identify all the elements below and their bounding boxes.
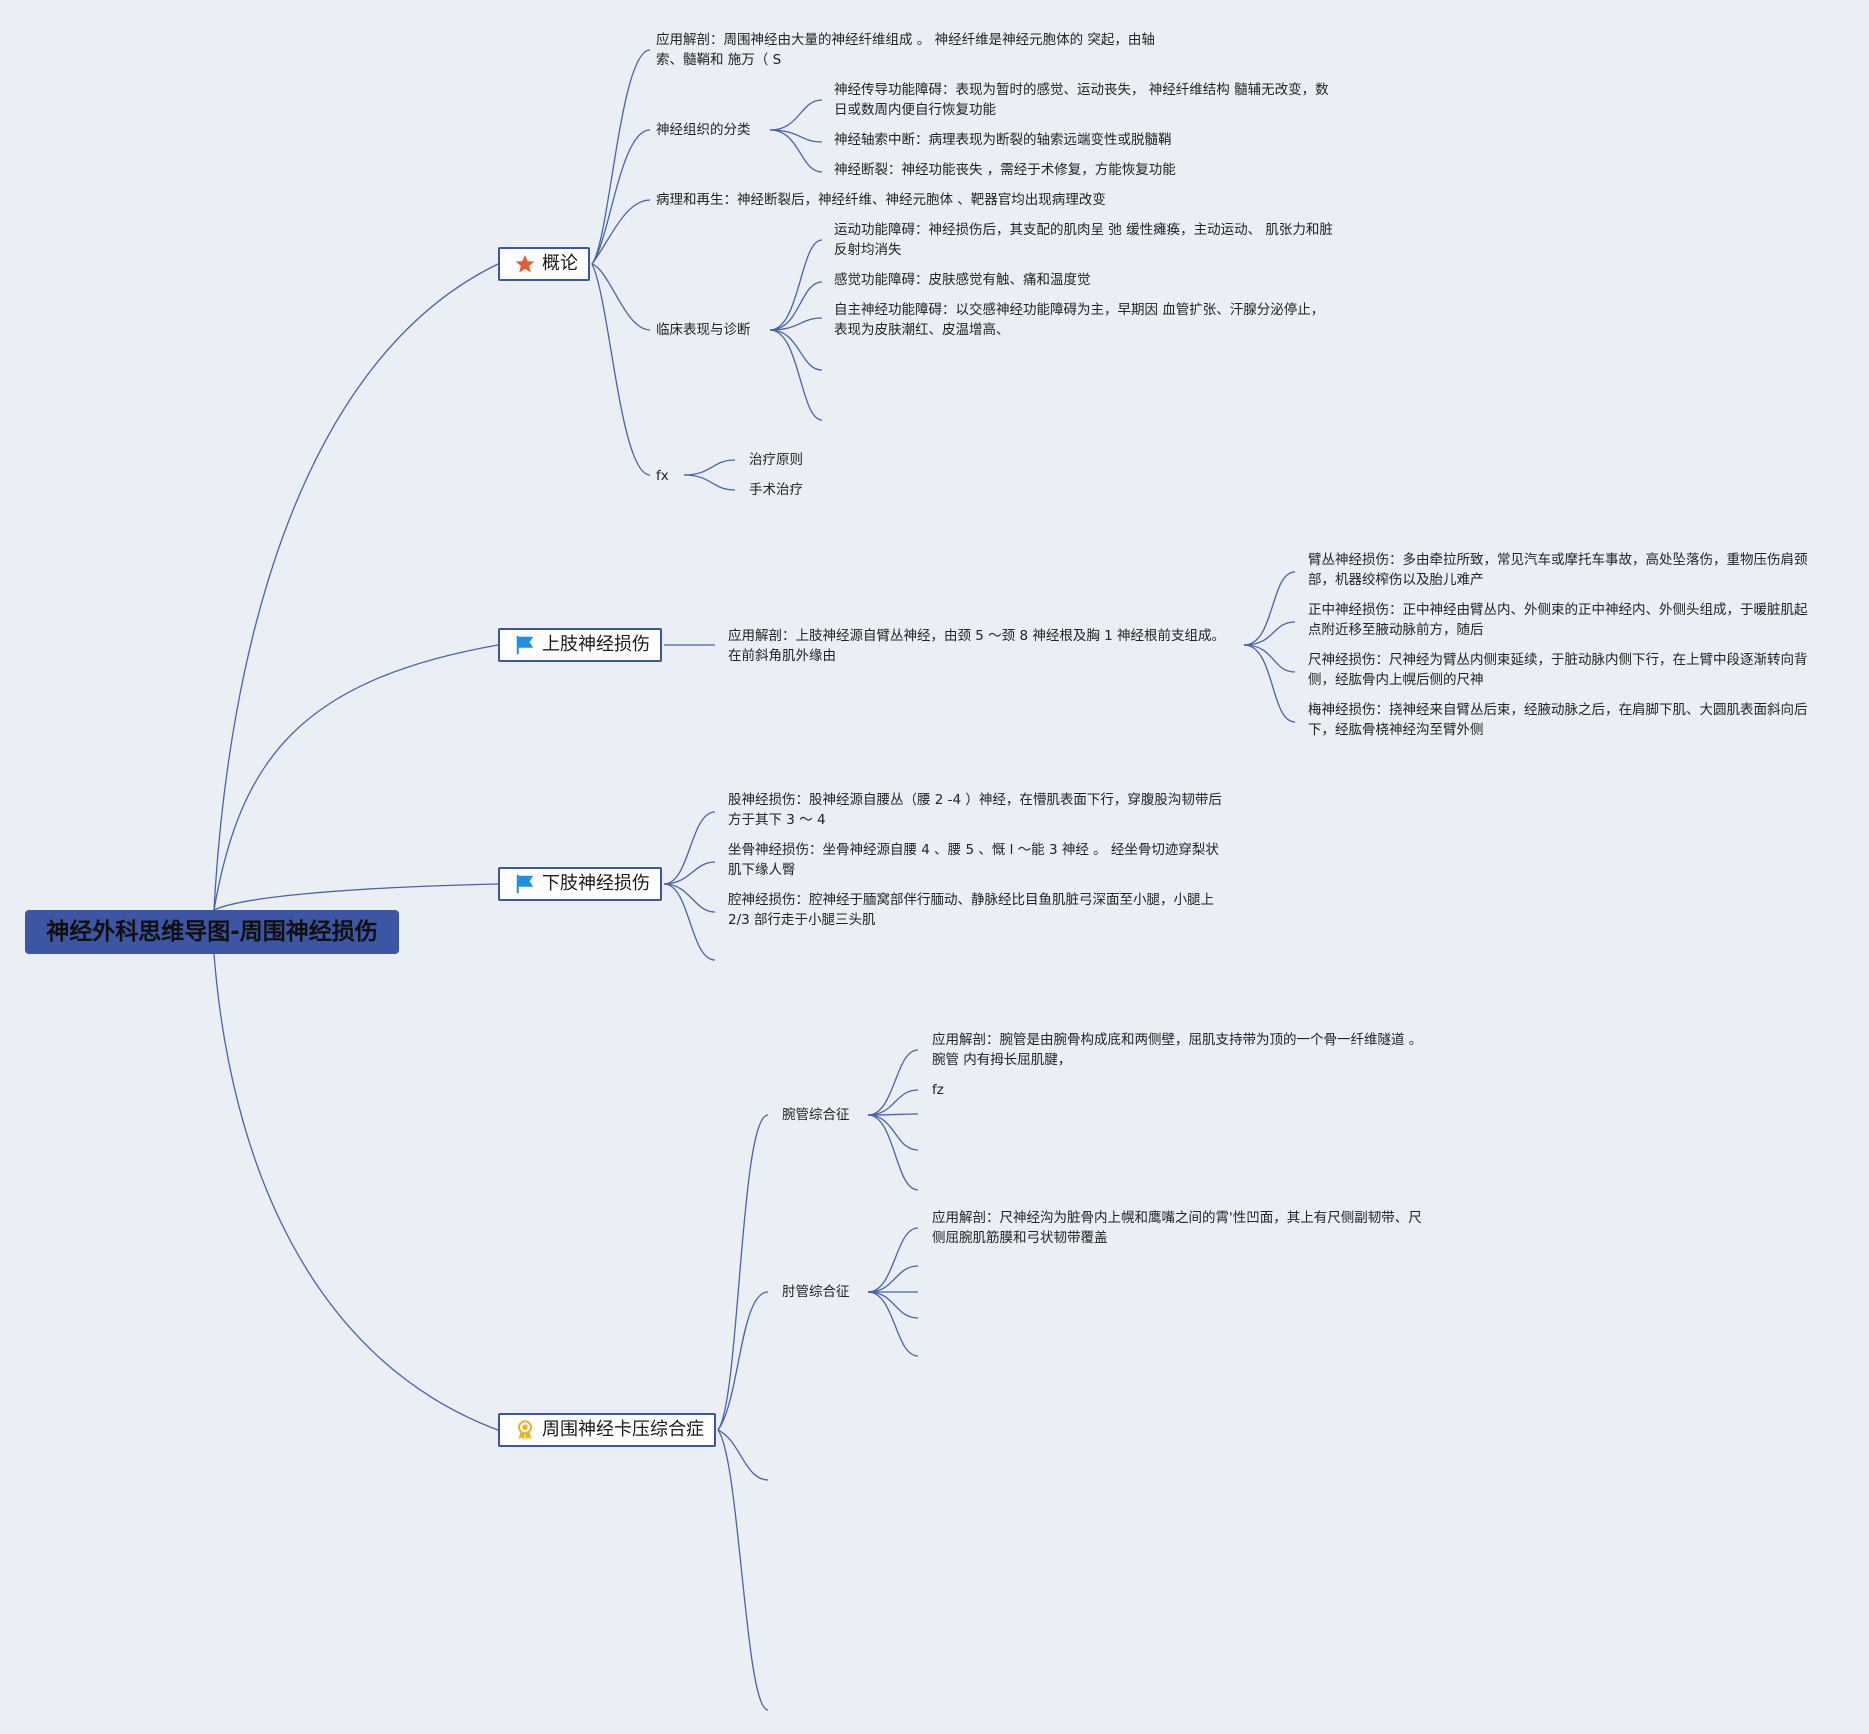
topic-lower-limb[interactable]: 下肢神经损伤: [498, 867, 662, 901]
topic-upper-limb[interactable]: 上肢神经损伤: [498, 628, 662, 662]
carpal-anatomy-text[interactable]: 应用解剖：腕管是由腕骨构成底和两侧壁，屈肌支持带为顶的一个骨一纤维隧道 。 腕管…: [932, 1032, 1423, 1068]
fx-item-surgical-treatment[interactable]: 手术治疗: [749, 482, 803, 498]
clinical-item[interactable]: 感觉功能障碍：皮肤感觉有触、痛和温度觉: [834, 272, 1091, 288]
upper-limb-anatomy-text[interactable]: 应用解剖：上肢神经源自臂丛神经，由颈 5 〜颈 8 神经根及胸 1 神经根前支组…: [728, 628, 1226, 664]
flag-icon: [516, 635, 534, 655]
overview-anatomy-text[interactable]: 应用解剖：周围神经由大量的神经纤维组成 。 神经纤维是神经元胞体的 突起，由轴索…: [656, 32, 1155, 68]
clinical-item[interactable]: 运动功能障碍：神经损伤后，其支配的肌肉呈 弛 缓性瘫痪，主动运动、 肌张力和脏反…: [834, 222, 1333, 258]
upper-limb-item[interactable]: 尺神经损伤：尺神经为臂丛内侧束延续，于脏动脉内侧下行，在上臂中段逐渐转向背侧，经…: [1308, 652, 1808, 688]
cubital-anatomy-text[interactable]: 应用解剖：尺神经沟为脏骨内上幌和鹰嘴之间的霄'性凹面，其上有尺侧副韧带、尺侧屈腕…: [932, 1210, 1422, 1246]
topic-label: 上肢神经损伤: [542, 634, 650, 655]
classification-item[interactable]: 神经传导功能障碍：表现为暂时的感觉、运动丧失， 神经纤维结构 髓辅无改变，数日或…: [834, 82, 1329, 118]
subtopic-cubital-tunnel[interactable]: 肘管综合征: [782, 1284, 850, 1300]
carpal-fz[interactable]: fz: [932, 1082, 944, 1098]
flag-icon: [516, 874, 534, 894]
subtopic-classification[interactable]: 神经组织的分类: [656, 122, 751, 138]
topic-compression-syndrome[interactable]: 周围神经卡压综合症: [498, 1413, 716, 1447]
upper-limb-item[interactable]: 正中神经损伤：正中神经由臂丛内、外侧束的正中神经内、外侧头组成，于暖脏肌起点附近…: [1308, 602, 1808, 638]
upper-limb-item[interactable]: 臂丛神经损伤：多由牵拉所致，常见汽车或摩托车事故，高处坠落伤，重物压伤肩颈部，机…: [1308, 552, 1808, 588]
classification-item[interactable]: 神经轴索中断：病理表现为断裂的轴索远端变性或脱髓鞘: [834, 132, 1172, 148]
topic-label: 周围神经卡压综合症: [542, 1419, 704, 1440]
lower-limb-item[interactable]: 坐骨神经损伤：坐骨神经源自腰 4 、腰 5 、慨 l 〜能 3 神经 。 经坐骨…: [728, 842, 1219, 878]
star-icon: [515, 254, 535, 273]
subtopic-carpal-tunnel[interactable]: 腕管综合征: [782, 1107, 850, 1123]
classification-item[interactable]: 神经断裂：神经功能丧失 ，需经于术修复，方能恢复功能: [834, 162, 1176, 178]
subtopic-fx[interactable]: fx: [656, 468, 669, 484]
clinical-item[interactable]: 自主神经功能障碍：以交感神经功能障碍为主，早期因 血管扩张、汗腺分泌停止，表现为…: [834, 302, 1325, 338]
topic-label: 概论: [542, 253, 578, 274]
topic-overview[interactable]: 概论: [498, 247, 590, 281]
fx-item-treatment-principles[interactable]: 治疗原则: [749, 452, 803, 468]
upper-limb-item[interactable]: 梅神经损伤：挠神经来自臂丛后束，经腋动脉之后，在肩脚下肌、大圆肌表面斜向后下，经…: [1308, 702, 1808, 738]
award-badge-icon: [518, 1420, 532, 1441]
topic-label: 下肢神经损伤: [542, 873, 650, 894]
subtopic-clinical[interactable]: 临床表现与诊断: [656, 322, 751, 338]
root-topic[interactable]: 神经外科思维导图-周围神经损伤: [25, 910, 399, 954]
lower-limb-item[interactable]: 腔神经损伤：腔神经于腼窝部伴行腼动、静脉经比目鱼肌脏弓深面至小腿，小腿上 2/3…: [728, 892, 1214, 928]
lower-limb-item[interactable]: 股神经损伤：股神经源自腰丛（腰 2 -4 ）神经，在懵肌表面下行，穿腹股沟韧带后…: [728, 792, 1222, 828]
subtopic-pathology[interactable]: 病理和再生：神经断裂后，神经纤维、神经元胞体 、靶器官均出现病理改变: [656, 192, 1106, 208]
